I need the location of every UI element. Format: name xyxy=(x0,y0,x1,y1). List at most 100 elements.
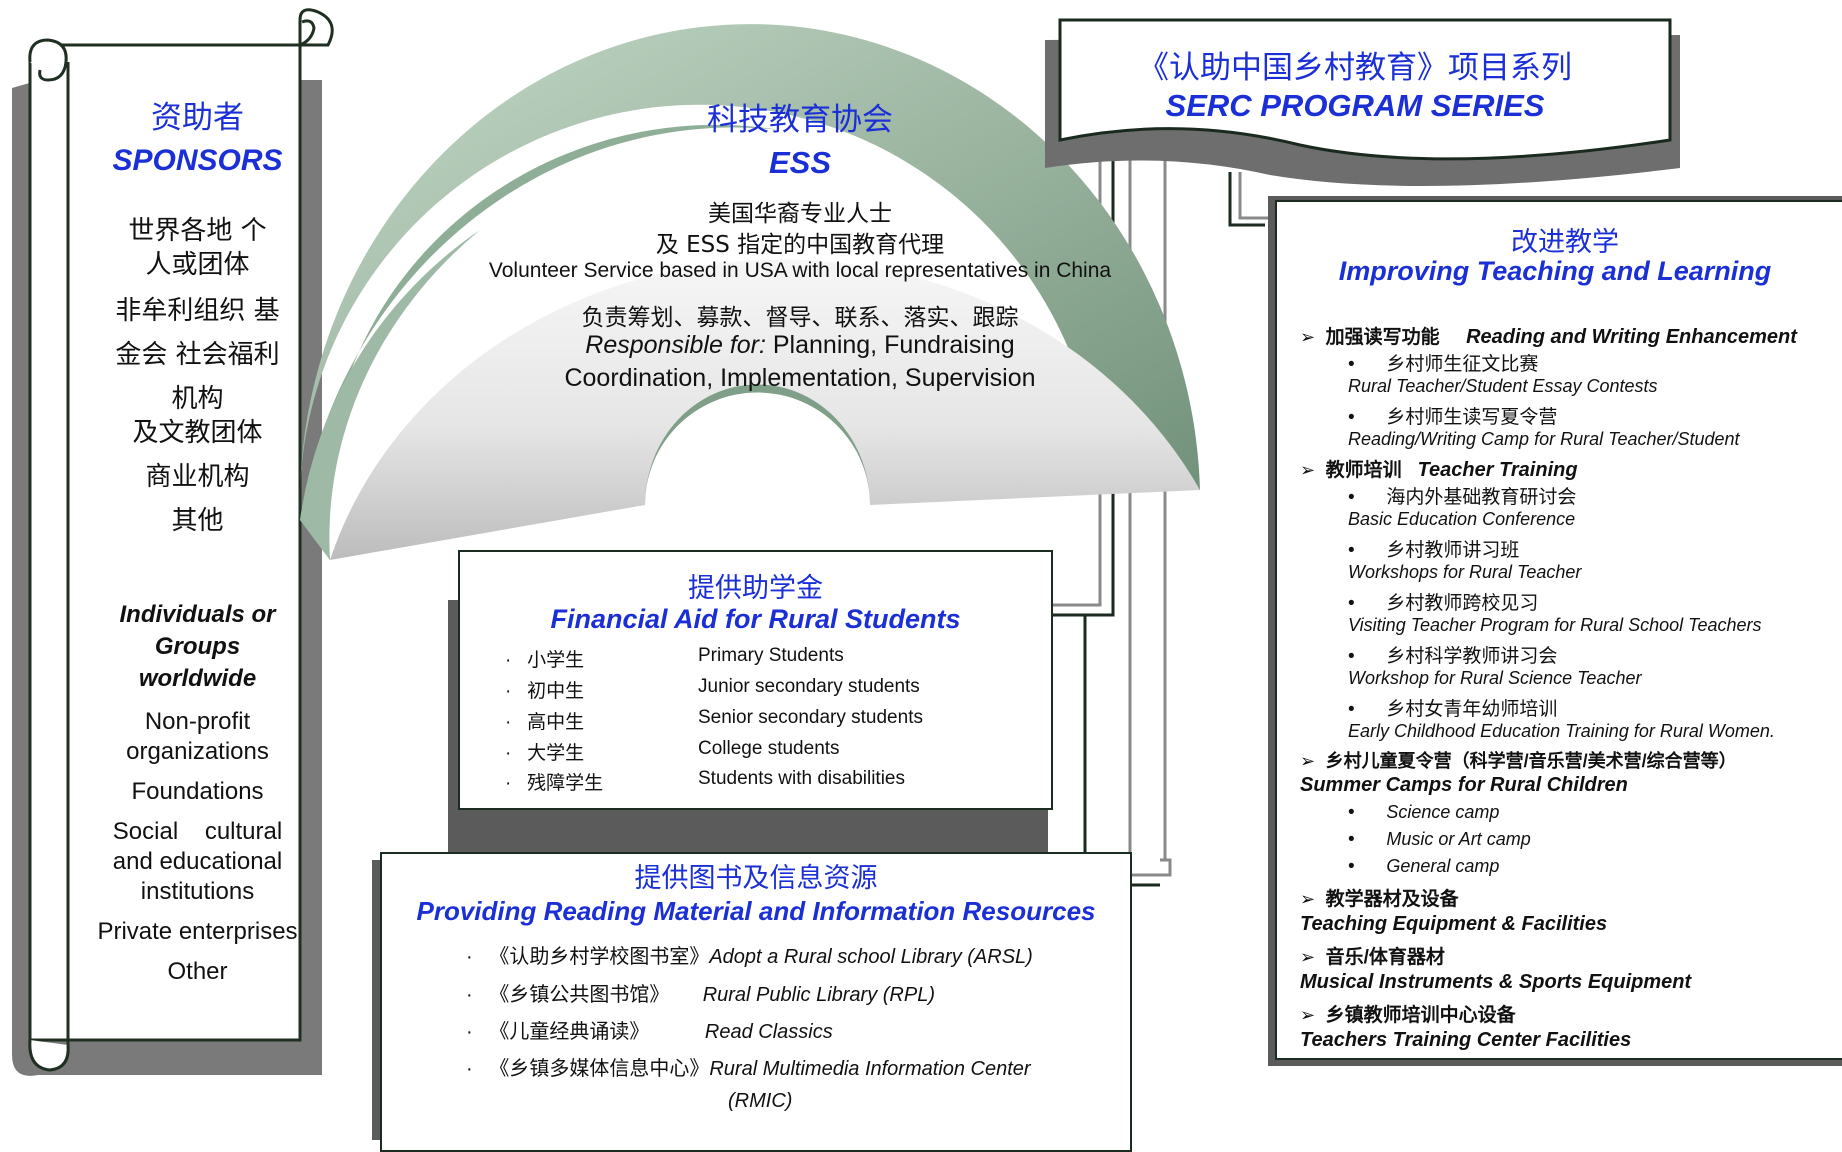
section-title-en: Summer Camps for Rural Children xyxy=(1300,774,1628,796)
dot-bullet-icon: • xyxy=(1348,487,1355,508)
ess-line4: 负责筹划、募款、督导、联系、落实、跟踪 xyxy=(581,305,1019,331)
section-title-en: Reading and Writing Enhancement xyxy=(1466,326,1797,348)
improving-item: • 乡村女青年幼师培训 xyxy=(1348,694,1557,721)
section-title-en: Musical Instruments & Sports Equipment xyxy=(1300,971,1692,993)
resources-row-zh: 《儿童经典诵读》 xyxy=(489,1021,650,1043)
ess-title-en: ESS xyxy=(768,145,832,180)
section-title-en: Teaching Equipment & Facilities xyxy=(1300,913,1608,935)
ess-dome-graphic xyxy=(299,24,1200,561)
resources-row-en: Rural Public Library (RPL) xyxy=(702,984,935,1006)
improving-item-en: Workshops for Rural Teacher xyxy=(1348,562,1582,582)
improving-title-zh: 改进教学 xyxy=(1511,227,1619,258)
sponsors-title-zh: 资助者 xyxy=(70,92,325,137)
aid-row-zh-text: 初中生 xyxy=(527,681,585,702)
sponsor-en-heading-line: Individuals or xyxy=(119,601,276,628)
dot-bullet-icon: • xyxy=(1348,407,1355,428)
sponsor-zh-line: 非牟利组织 基 xyxy=(115,296,280,326)
sponsor-en-line: and educational xyxy=(112,848,283,875)
bullet-dot: · xyxy=(505,650,512,671)
ess-line5-italic: Responsible for: xyxy=(585,331,766,359)
aid-row-zh: · 初中生 xyxy=(505,676,675,703)
sponsor-zh-line: 商业机构 xyxy=(145,462,250,492)
resources-row: · 《认助乡村学校图书室》Adopt a Rural school Librar… xyxy=(466,940,1033,969)
improving-item: • 乡村师生读写夏令营 xyxy=(1348,402,1557,429)
resources-row: · 《乡镇公共图书馆》 Rural Public Library (RPL) xyxy=(466,978,935,1007)
improving-item: • Music or Art camp xyxy=(1348,829,1531,851)
sponsors-title-en-text: SPONSORS xyxy=(112,144,283,177)
ess-line5-rest: Planning, Fundraising xyxy=(765,331,1015,359)
improving-section-1: ➢ 加强读写功能 Reading and Writing Enhancement xyxy=(1300,322,1797,349)
resources-row-zh: 《乡镇多媒体信息中心》 xyxy=(489,1058,710,1080)
resources-row-en: Rural Multimedia Information Center xyxy=(709,1058,1031,1080)
dot-bullet-icon: • xyxy=(1348,646,1355,667)
item-zh: 乡村教师讲习班 xyxy=(1386,540,1520,561)
section-title-en: Teachers Training Center Facilities xyxy=(1300,1029,1632,1051)
bullet-dot: · xyxy=(466,1021,473,1043)
resources-title-zh: 提供图书及信息资源 xyxy=(634,863,878,894)
aid-row-zh-text: 残障学生 xyxy=(527,773,604,794)
improving-item: • Science camp xyxy=(1348,802,1499,824)
sponsors-title-zh-text: 资助者 xyxy=(151,100,244,136)
aid-row-zh-text: 大学生 xyxy=(527,743,585,764)
improving-item-en: Reading/Writing Camp for Rural Teacher/S… xyxy=(1348,429,1740,449)
arrow-bullet-icon: ➢ xyxy=(1300,1005,1316,1025)
arrow-bullet-icon: ➢ xyxy=(1300,889,1316,909)
dot-bullet-icon: • xyxy=(1348,540,1355,561)
arrow-bullet-icon: ➢ xyxy=(1300,327,1316,347)
aid-row-en: Primary Students xyxy=(698,645,844,666)
item-zh: 乡村女青年幼师培训 xyxy=(1386,699,1558,720)
sponsors-title-en: SPONSORS xyxy=(70,144,325,178)
sponsors-en-list: Non-profit organizations Foundations Soc… xyxy=(70,707,325,987)
improving-item-en: Basic Education Conference xyxy=(1348,509,1576,529)
aid-row-zh: · 小学生 xyxy=(505,645,675,672)
section-title-zh: 乡镇教师培训中心设备 xyxy=(1325,1005,1516,1026)
resources-title-en: Providing Reading Material and Informati… xyxy=(416,896,1096,926)
sponsor-en-line: Private enterprises xyxy=(97,918,298,945)
sponsor-en-line: Foundations xyxy=(131,778,264,805)
arrow-bullet-icon: ➢ xyxy=(1300,751,1316,771)
serc-title-zh: 《认助中国乡村教育》项目系列 xyxy=(1138,50,1572,86)
sponsors-scroll-graphic xyxy=(12,8,334,1076)
item-zh: 海内外基础教育研讨会 xyxy=(1386,487,1577,508)
section-title-zh: 教学器材及设备 xyxy=(1325,889,1459,910)
section-title-zh: 音乐/体育器材 xyxy=(1325,947,1445,968)
sponsor-en-line: Social cultural xyxy=(112,818,283,845)
sponsor-en-line: Non-profit xyxy=(144,708,251,735)
sponsors-zh-list: 世界各地 个 人或团体 非牟利组织 基 金会 社会福利 机构 及文教团体 商业机… xyxy=(70,214,325,538)
sponsor-en-line: Other xyxy=(167,958,228,985)
sponsor-en-line: institutions xyxy=(140,878,255,905)
bullet-dot: · xyxy=(466,984,473,1006)
improving-item-en: Workshop for Rural Science Teacher xyxy=(1348,668,1642,688)
resources-box xyxy=(380,852,1132,1152)
ess-line3: Volunteer Service based in USA with loca… xyxy=(488,259,1112,282)
aid-row-en: Students with disabilities xyxy=(698,768,905,789)
improving-item-en: Early Childhood Education Training for R… xyxy=(1348,721,1775,741)
resources-row-zh: 《乡镇公共图书馆》 xyxy=(489,984,670,1006)
improving-item: • 乡村科学教师讲习会 xyxy=(1348,641,1557,668)
sponsor-en-heading-line: Groups xyxy=(154,633,241,660)
improving-box xyxy=(1275,200,1842,1060)
aid-row-zh-text: 小学生 xyxy=(527,650,585,671)
item-en: General camp xyxy=(1386,856,1500,876)
aid-row-zh-text: 高中生 xyxy=(527,712,585,733)
sponsor-zh-line: 其他 xyxy=(171,506,224,536)
financial-aid-box xyxy=(458,550,1053,810)
ess-line2: 及 ESS 指定的中国教育代理 xyxy=(655,232,945,258)
dot-bullet-icon: • xyxy=(1348,593,1355,614)
improving-section-4: ➢ 教学器材及设备 xyxy=(1300,884,1459,911)
improving-item: • 乡村教师讲习班 xyxy=(1348,535,1519,562)
ess-line6: Coordination, Implementation, Supervisio… xyxy=(564,364,1036,392)
resources-row: · 《乡镇多媒体信息中心》Rural Multimedia Informatio… xyxy=(466,1052,1031,1081)
bullet-dot: · xyxy=(505,712,512,733)
aid-row-zh: · 残障学生 xyxy=(505,768,675,795)
aid-title-zh: 提供助学金 xyxy=(688,573,823,604)
ess-title-zh: 科技教育协会 xyxy=(707,102,893,138)
bullet-dot: · xyxy=(505,743,512,764)
aid-row-en: Junior secondary students xyxy=(698,676,920,697)
bullet-dot: · xyxy=(466,946,473,968)
improving-section-6: ➢ 乡镇教师培训中心设备 xyxy=(1300,1000,1516,1027)
resources-row-en: Adopt a Rural school Library (ARSL) xyxy=(709,946,1033,968)
aid-row-en: Senior secondary students xyxy=(698,707,923,728)
item-zh: 乡村科学教师讲习会 xyxy=(1386,646,1558,667)
dot-bullet-icon: • xyxy=(1348,856,1355,877)
